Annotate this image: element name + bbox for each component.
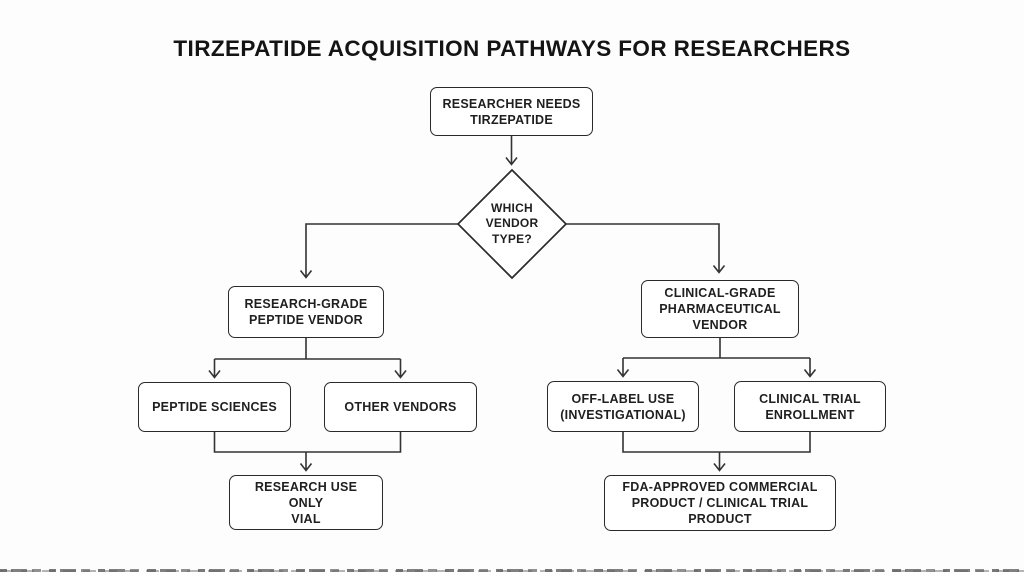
node-research-grade-vendor-label: RESEARCH-GRADE PEPTIDE VENDOR (244, 297, 368, 327)
node-other-vendors: OTHER VENDORS (324, 382, 477, 432)
node-clinical-trial-enrollment-label: CLINICAL TRIAL ENROLLMENT (759, 391, 861, 422)
cropped-text-artifact (0, 568, 1024, 572)
node-fda-approved-product: FDA-APPROVED COMMERCIAL PRODUCT / CLINIC… (604, 475, 836, 531)
connector-research-vendor-split (208, 338, 407, 379)
node-researcher-needs-label: RESEARCHER NEEDS TIRZEPATIDE (442, 96, 581, 127)
node-off-label-use: OFF-LABEL USE (INVESTIGATIONAL) (547, 381, 699, 432)
node-clinical-grade-vendor: CLINICAL-GRADE PHARMACEUTICAL VENDOR (641, 280, 799, 338)
node-researcher-needs: RESEARCHER NEEDS TIRZEPATIDE (430, 87, 593, 136)
node-peptide-sciences: PEPTIDE SCIENCES (138, 382, 291, 432)
connector-start-decision (505, 136, 518, 166)
connector-clinical-vendor-split (616, 338, 817, 378)
decision-diamond-shape (456, 168, 568, 280)
connector-decision-research-vendor (299, 223, 458, 279)
connector-right-merge-fda (622, 432, 811, 472)
node-research-grade-vendor: RESEARCH-GRADE PEPTIDE VENDOR (228, 286, 384, 338)
node-peptide-sciences-label: PEPTIDE SCIENCES (152, 400, 277, 414)
node-fda-approved-product-label: FDA-APPROVED COMMERCIAL PRODUCT / CLINIC… (622, 480, 818, 526)
node-which-vendor-type-label: WHICH VENDOR TYPE? (485, 201, 539, 246)
diagram-title: TIRZEPATIDE ACQUISITION PATHWAYS FOR RES… (173, 36, 851, 61)
connector-decision-clinical-vendor (566, 223, 726, 274)
node-which-vendor-type: WHICH VENDOR TYPE? (452, 201, 572, 247)
node-other-vendors-label: OTHER VENDORS (344, 400, 457, 414)
node-clinical-grade-vendor-label: CLINICAL-GRADE PHARMACEUTICAL VENDOR (659, 286, 781, 332)
connector-left-merge-vial (213, 432, 402, 472)
node-off-label-use-label: OFF-LABEL USE (INVESTIGATIONAL) (560, 391, 686, 422)
node-clinical-trial-enrollment: CLINICAL TRIAL ENROLLMENT (734, 381, 886, 432)
node-research-use-only-vial-label: RESEARCH USE ONLY VIAL (254, 479, 358, 526)
node-research-use-only-vial: RESEARCH USE ONLY VIAL (229, 475, 383, 530)
